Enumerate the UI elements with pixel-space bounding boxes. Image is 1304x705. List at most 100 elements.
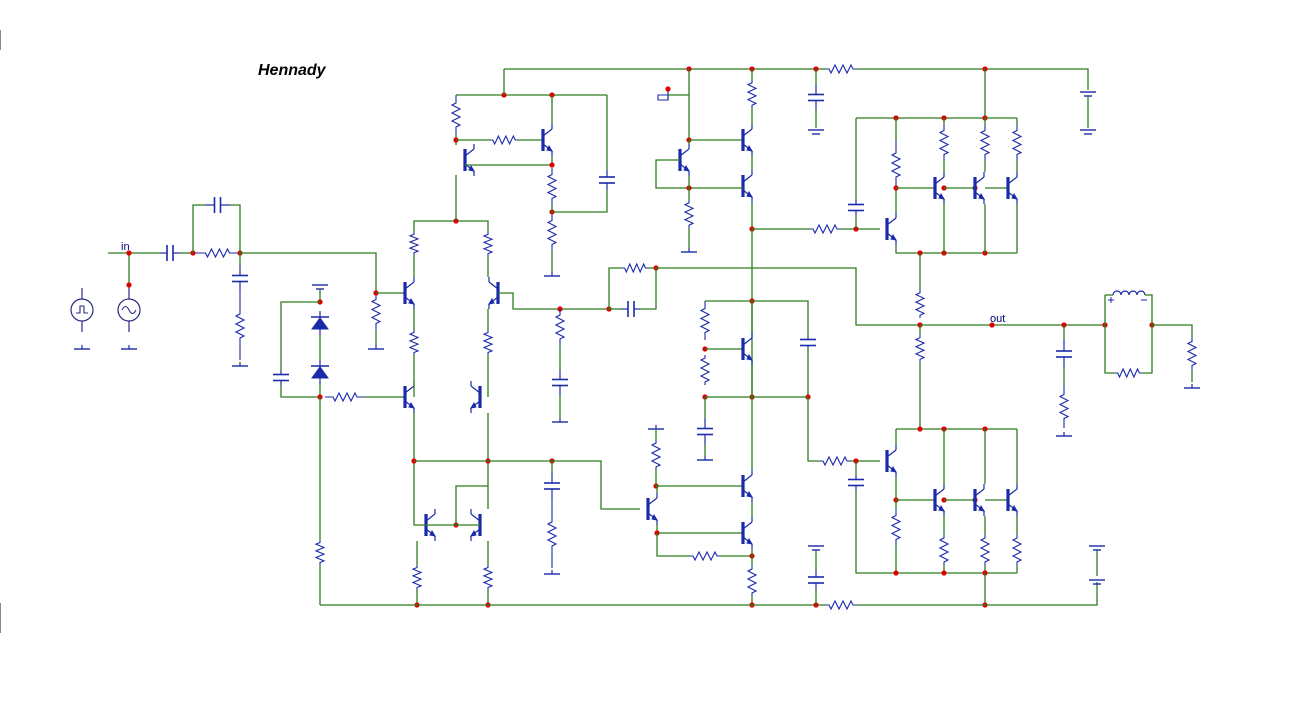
ground-symbol (544, 272, 560, 277)
resistor (820, 455, 850, 467)
ground-symbol (121, 345, 137, 350)
capacitor (544, 472, 560, 500)
junction-dot (917, 426, 923, 432)
ground-symbol (232, 362, 248, 367)
junction-dot (665, 86, 671, 92)
capacitor (273, 370, 289, 385)
transistor (741, 124, 754, 156)
wire (655, 470, 743, 487)
resistor (450, 95, 462, 135)
junction-dot (549, 162, 555, 168)
resistor (683, 200, 695, 228)
resistor (826, 599, 856, 611)
wire (240, 252, 377, 293)
transistor (741, 170, 754, 202)
transistor (1006, 172, 1019, 204)
transistor (463, 144, 476, 176)
wire (1142, 325, 1153, 374)
wire (455, 485, 488, 525)
transistor (646, 493, 659, 525)
capacitor (552, 370, 568, 395)
wire (413, 509, 426, 526)
junction-dot (989, 322, 995, 328)
capacitor (697, 418, 713, 445)
capacitor (800, 337, 816, 348)
junction-dot (941, 570, 947, 576)
transistor (933, 484, 946, 516)
resistor (890, 510, 902, 545)
transistor (741, 470, 754, 502)
ground-symbol (544, 570, 560, 575)
capacitor (622, 301, 640, 317)
capacitor (160, 245, 180, 261)
resistor (1186, 337, 1198, 370)
wire (1152, 324, 1193, 337)
wire (656, 525, 743, 534)
wire (656, 267, 920, 326)
ground-symbol (368, 345, 384, 350)
wire (855, 490, 1017, 574)
resistor (482, 330, 494, 355)
resistor (826, 63, 856, 75)
resistor (746, 566, 758, 596)
transistor (741, 517, 754, 549)
battery-rail (1080, 129, 1096, 135)
resistor (314, 540, 326, 565)
junction-dot (893, 570, 899, 576)
capacitor (232, 265, 248, 292)
junction-dot (126, 282, 132, 288)
wire (656, 533, 690, 557)
wire (856, 69, 986, 119)
resistor (408, 232, 420, 255)
resistor (890, 140, 902, 190)
resistor (482, 565, 494, 590)
resistor (938, 125, 950, 160)
transistor (1006, 484, 1019, 516)
resistor (234, 292, 246, 360)
resistor (699, 301, 711, 340)
resistor (810, 223, 840, 235)
transistor (469, 381, 482, 413)
wire (230, 204, 241, 253)
resistor (195, 247, 240, 259)
resistor (411, 565, 423, 590)
sine-source (117, 288, 141, 332)
transistor (403, 277, 416, 309)
capacitor (848, 200, 864, 215)
wire (414, 460, 640, 510)
wire (856, 582, 1098, 606)
left-edge-mark (0, 603, 6, 633)
resistor (1058, 385, 1070, 428)
trimmer-control (657, 90, 669, 101)
resistor (690, 550, 720, 562)
zener-diode (311, 311, 329, 335)
transistor (885, 445, 898, 477)
battery-rail (808, 545, 824, 551)
battery-rail (1089, 579, 1105, 585)
capacitor (1056, 340, 1072, 368)
input-net-label: in (121, 241, 130, 253)
ground-symbol (681, 248, 697, 253)
resistor (699, 355, 711, 385)
resistor (622, 262, 648, 274)
capacitor (808, 570, 824, 590)
wire (640, 268, 657, 310)
transistor (487, 277, 500, 309)
wire (280, 301, 320, 370)
wire (655, 159, 743, 189)
wire (856, 68, 1089, 90)
resistor (482, 232, 494, 256)
capacitor (599, 170, 615, 190)
wire (551, 190, 608, 213)
ground-symbol (697, 456, 713, 461)
resistor (650, 440, 662, 470)
inductor (1112, 290, 1146, 296)
capacitor (808, 85, 824, 110)
resistor (1011, 125, 1023, 160)
resistor (370, 293, 382, 330)
resistor (979, 125, 991, 160)
resistor (490, 134, 518, 146)
transistor (541, 124, 554, 156)
